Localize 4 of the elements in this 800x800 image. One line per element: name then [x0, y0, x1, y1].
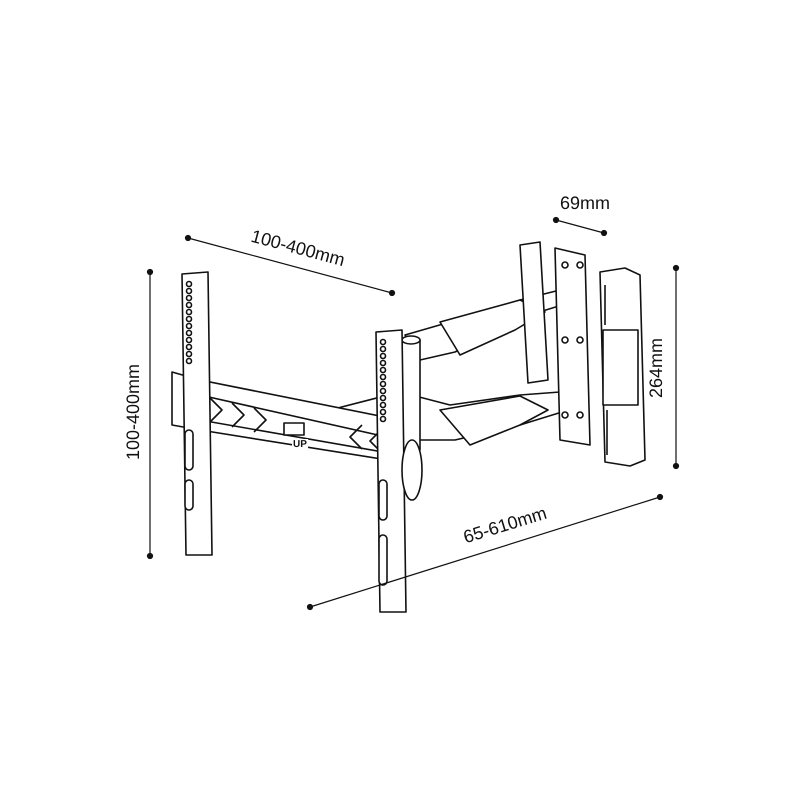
dimension-label: 100-400mm [124, 364, 142, 460]
dimension-label: 69mm [560, 194, 610, 212]
orientation-mark: UP [292, 439, 308, 451]
dimension-label: 264mm [647, 338, 665, 398]
